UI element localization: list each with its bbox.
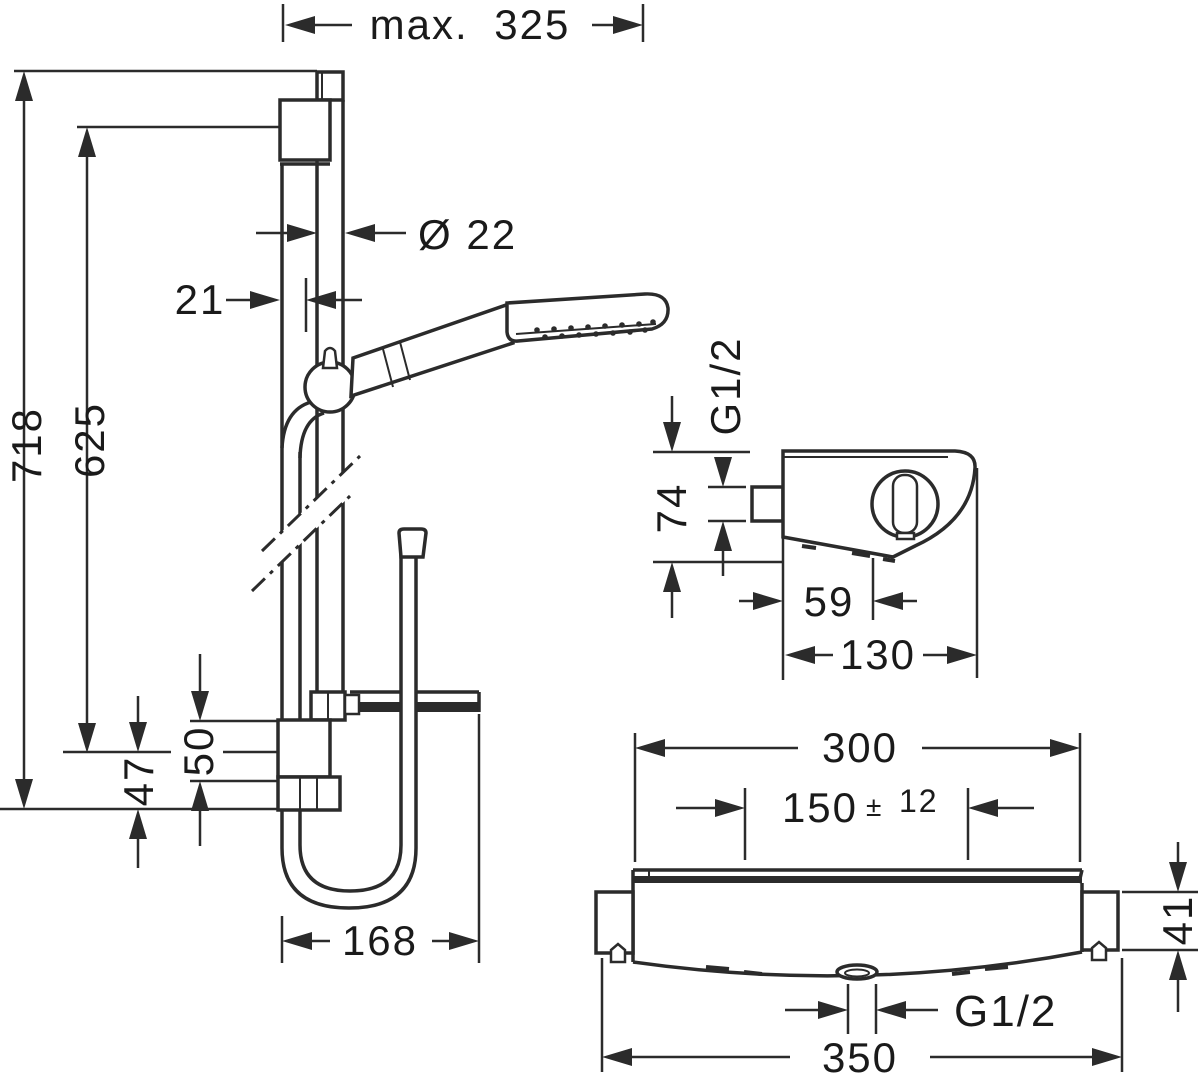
hose-curve-outer	[280, 400, 312, 449]
break-mark	[250, 454, 362, 593]
dim-hose-loop: 168	[280, 714, 481, 964]
valve-knob-grip-side	[891, 473, 919, 535]
dim-wall-offset: 21	[175, 276, 362, 332]
dim-front-width-label: 300	[822, 724, 898, 771]
spray-face-edge	[515, 323, 657, 335]
dim-front-width: 300	[633, 724, 1082, 862]
hose-curve-inner	[298, 411, 325, 459]
bracket-step	[276, 775, 342, 812]
dim-hose-loop-label: 168	[342, 917, 418, 964]
slider-knob	[303, 360, 357, 414]
dim-side-depth: 130	[781, 468, 979, 680]
right-connector	[1080, 890, 1120, 952]
dim-bottom-offset: 47	[115, 696, 162, 868]
dim-connector-height: 41	[1122, 842, 1200, 1012]
dim-handle-depth-label: 59	[804, 578, 855, 625]
mounting-tab-1	[801, 544, 817, 550]
left-connector	[594, 890, 635, 955]
wall-bracket	[278, 98, 332, 162]
handle-joint-line-1	[382, 348, 394, 388]
rail-top-cap	[315, 70, 345, 102]
dim-handle-depth: 59	[739, 558, 917, 625]
dim-front-total-width-label: 350	[822, 1034, 898, 1080]
dim-max-width-label: max. 325	[370, 1, 571, 48]
dim-side-thread-label: G1/2	[702, 336, 749, 435]
mounting-tab-2	[851, 551, 871, 558]
dim-wall-offset-label: 21	[175, 276, 226, 323]
outlet-inner	[844, 968, 870, 978]
valve-body-front	[631, 883, 1084, 978]
right-screw	[1090, 940, 1108, 962]
inlet-connector-side	[750, 485, 785, 523]
dim-rail-diameter: Ø 22	[256, 211, 517, 258]
bottom-bracket	[276, 718, 332, 779]
dim-side-thread: G1/2	[702, 336, 749, 576]
dim-tolerance-value: 12	[899, 783, 939, 819]
shower-rail-assembly	[250, 70, 670, 910]
dim-front-total-width: 350	[600, 958, 1124, 1080]
dim-slider-height: 50	[175, 654, 278, 846]
valve-knob-base-side	[895, 531, 916, 541]
dim-bar-height: 625	[63, 125, 281, 754]
valve-top-plate	[631, 868, 1084, 884]
dim-total-height-label: 718	[3, 407, 50, 483]
hand-shower-handle	[349, 301, 515, 399]
dim-slider-height-label: 50	[175, 726, 222, 777]
dim-side-depth-label: 130	[840, 631, 916, 678]
mounting-slots	[705, 965, 1009, 976]
dim-max-width: max. 325	[281, 1, 645, 48]
hand-shower-head	[505, 292, 670, 343]
dim-outlet-thread-label: G1/2	[954, 987, 1057, 1036]
hand-shower	[349, 292, 670, 399]
thermostat-side-view	[750, 449, 977, 563]
dim-outlet-thread: G1/2	[785, 984, 1057, 1036]
handle-joint-line-2	[399, 341, 411, 381]
dim-rail-diameter-label: Ø 22	[418, 211, 517, 258]
thermostat-front-view	[594, 868, 1120, 981]
spray-nozzles	[534, 319, 656, 340]
left-screw	[609, 942, 627, 964]
dim-bottom-offset-label: 47	[115, 756, 162, 807]
dim-side-height: 74	[648, 396, 783, 618]
dim-connection-spacing-label: 150	[782, 784, 858, 831]
dim-side-height-label: 74	[648, 483, 695, 534]
dim-bar-height-label: 625	[66, 402, 113, 478]
dim-connection-spacing: 150 ± 12	[676, 783, 1034, 860]
dim-tolerance-sign: ±	[866, 791, 881, 822]
hose-connector-cone	[397, 527, 428, 559]
mounting-tab-3	[882, 557, 896, 563]
dim-total-height: 718	[0, 69, 317, 811]
slider-pin	[321, 346, 339, 370]
dim-connector-height-label: 41	[1154, 895, 1200, 946]
shelf-clamp	[343, 693, 361, 716]
